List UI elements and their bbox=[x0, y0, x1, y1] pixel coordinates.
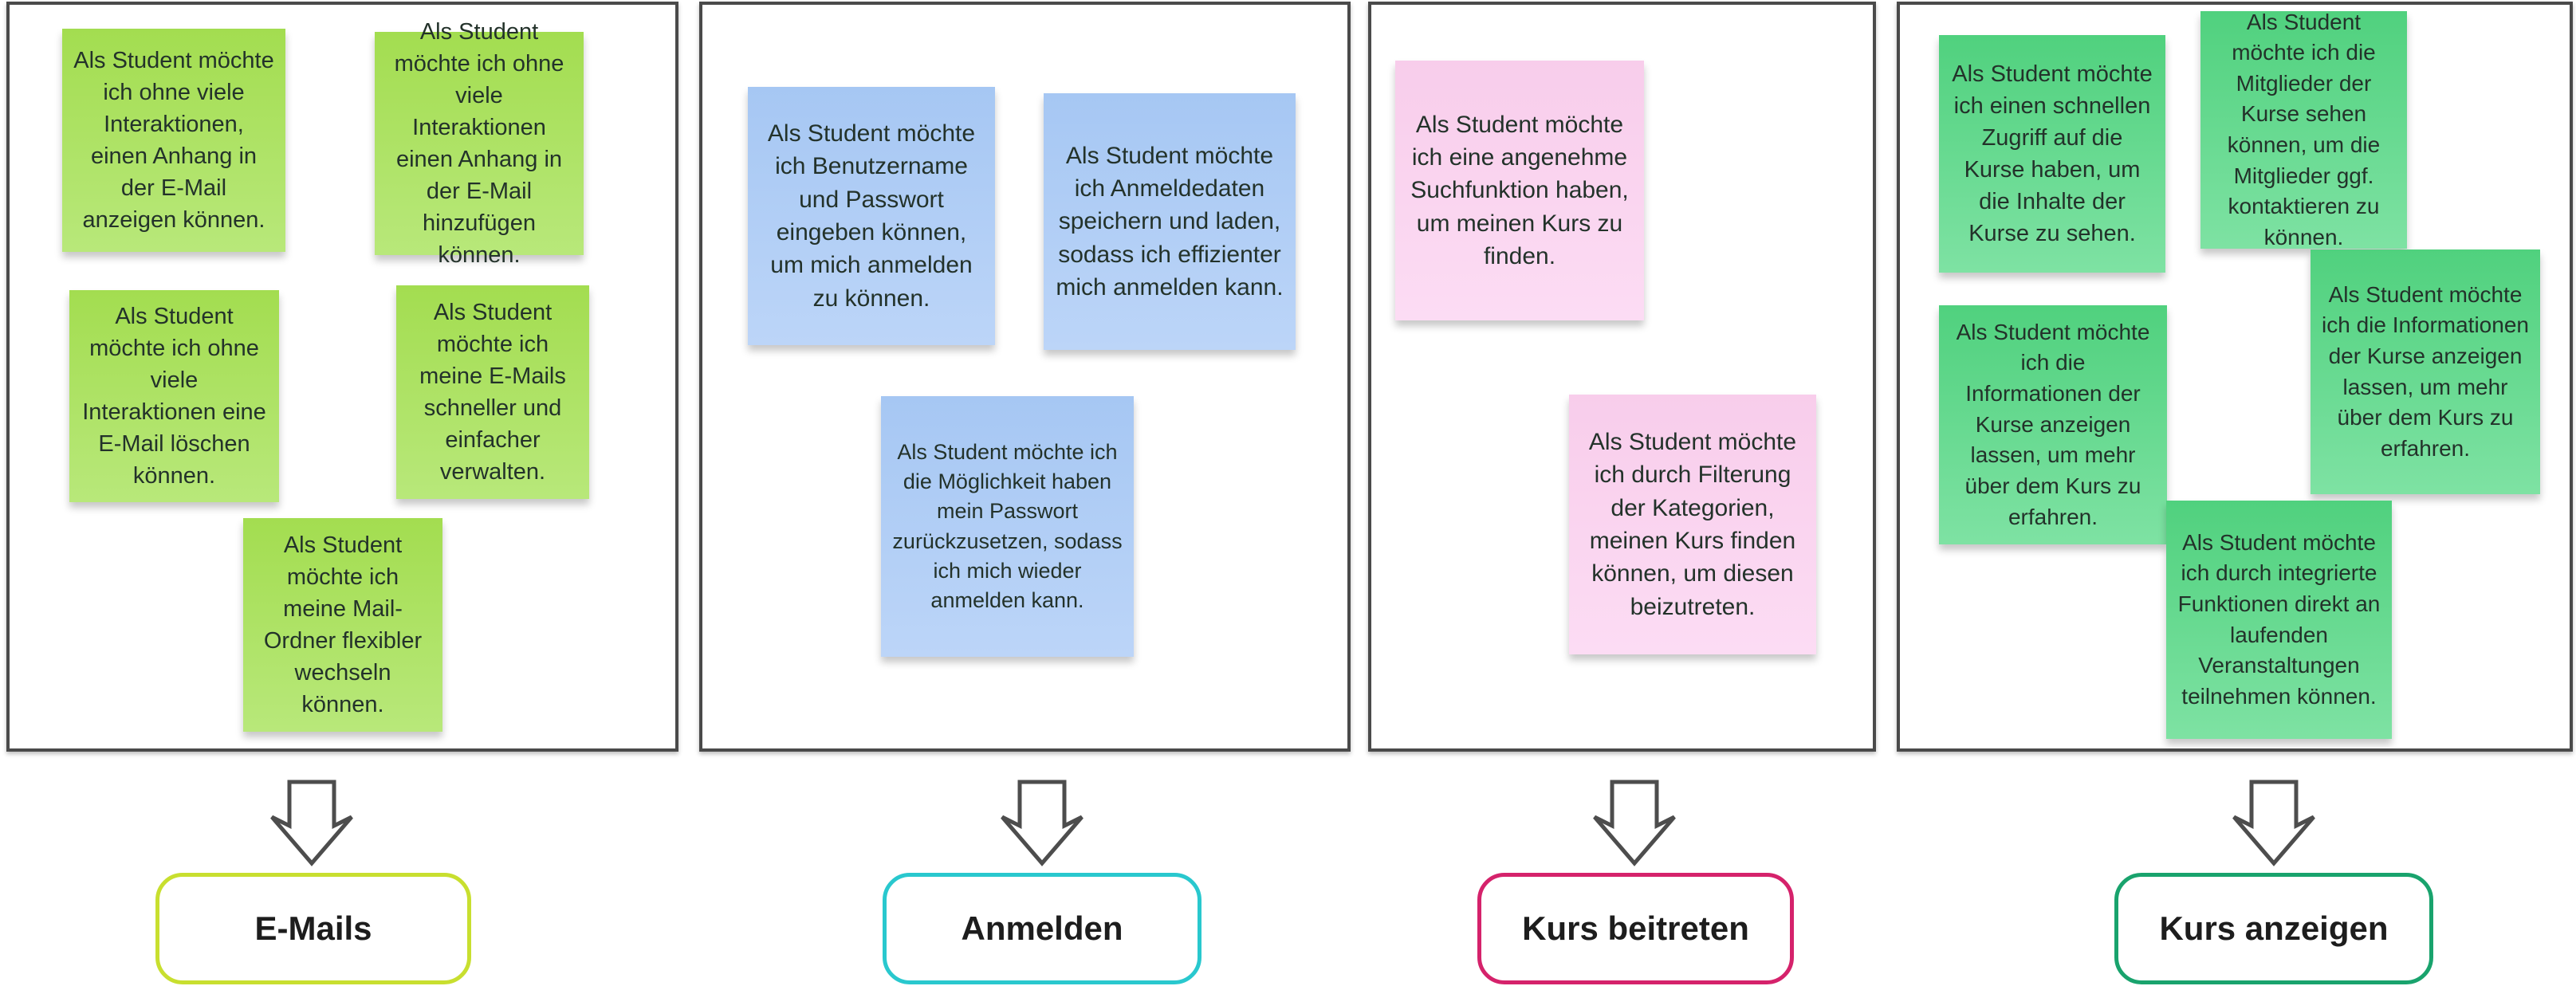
down-arrow-icon bbox=[1593, 780, 1676, 866]
sticky-note[interactable]: Als Student möchte ich meine Mail-Ordner… bbox=[243, 518, 442, 732]
sticky-note[interactable]: Als Student möchte ich meine E-Mails sch… bbox=[396, 285, 589, 499]
sticky-note[interactable]: Als Student möchte ich ohne viele Intera… bbox=[375, 19, 584, 268]
category-label-kurs-beitreten[interactable]: Kurs beitreten bbox=[1477, 873, 1794, 984]
sticky-note[interactable]: Als Student möchte ich durch integrierte… bbox=[2166, 501, 2392, 739]
sticky-note[interactable]: Als Student möchte ich Benutzername und … bbox=[748, 87, 995, 345]
sticky-note[interactable]: Als Student möchte ich die Informationen… bbox=[1939, 305, 2167, 544]
sticky-note[interactable]: Als Student möchte ich durch Filterung d… bbox=[1569, 395, 1816, 654]
category-label-kurs-anzeigen[interactable]: Kurs anzeigen bbox=[2114, 873, 2433, 984]
sticky-note[interactable]: Als Student möchte ich Anmeldedaten spei… bbox=[1044, 93, 1296, 350]
sticky-note[interactable]: Als Student möchte ich die Mitglieder de… bbox=[2200, 10, 2407, 249]
down-arrow-icon bbox=[1001, 780, 1083, 866]
category-label-anmelden[interactable]: Anmelden bbox=[883, 873, 1201, 984]
down-arrow-icon bbox=[270, 780, 353, 866]
sticky-note[interactable]: Als Student möchte ich ohne viele Intera… bbox=[62, 29, 285, 252]
sticky-note[interactable]: Als Student möchte ich die Informationen… bbox=[2311, 249, 2540, 494]
category-label-emails[interactable]: E-Mails bbox=[155, 873, 471, 984]
sticky-note[interactable]: Als Student möchte ich einen schnellen Z… bbox=[1939, 35, 2165, 273]
down-arrow-icon bbox=[2232, 780, 2315, 866]
sticky-note[interactable]: Als Student möchte ich die Möglichkeit h… bbox=[881, 396, 1134, 657]
sticky-note[interactable]: Als Student möchte ich eine angenehme Su… bbox=[1395, 61, 1644, 320]
sticky-note[interactable]: Als Student möchte ich ohne viele Intera… bbox=[69, 290, 279, 502]
